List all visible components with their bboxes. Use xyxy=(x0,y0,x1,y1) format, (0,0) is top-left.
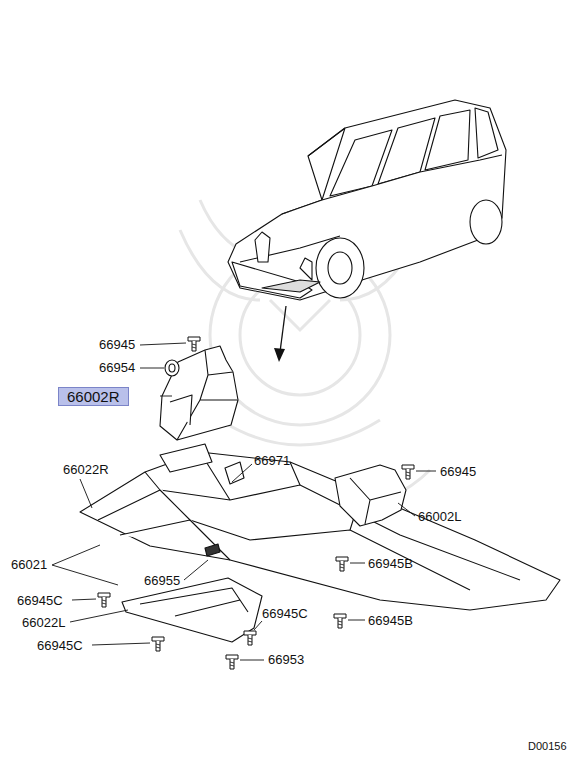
front-lower-cover xyxy=(122,578,262,642)
highlighted-part-number: 66002R xyxy=(58,387,129,406)
callout-number: 66945 xyxy=(99,337,135,352)
callout-number: 66945 xyxy=(440,464,476,479)
callout-number: 66022R xyxy=(63,462,109,477)
callout-number: 66021 xyxy=(11,557,47,572)
shield-right xyxy=(160,346,238,440)
callout-number: 66945C xyxy=(262,606,308,621)
callout-number: 66953 xyxy=(268,652,304,667)
leader-lines xyxy=(52,343,436,660)
fasteners xyxy=(98,337,414,669)
callout-number: 66971 xyxy=(254,453,290,468)
callout-number: 66945C xyxy=(37,638,83,653)
car-outline xyxy=(228,100,506,300)
callout-number: 66955 xyxy=(144,573,180,588)
callout-number: 66954 xyxy=(99,360,135,375)
shield-left xyxy=(335,465,406,526)
callout-number: 66002L xyxy=(418,509,461,524)
callout-number: 66945B xyxy=(368,556,413,571)
callout-number: 66945C xyxy=(17,593,63,608)
part-number: 66002R xyxy=(67,388,120,405)
under-cover xyxy=(80,444,560,610)
callout-number: 66945B xyxy=(368,613,413,628)
diagram-code: D00156 xyxy=(528,739,567,754)
callout-number: 66022L xyxy=(22,615,65,630)
arrow xyxy=(274,306,286,362)
